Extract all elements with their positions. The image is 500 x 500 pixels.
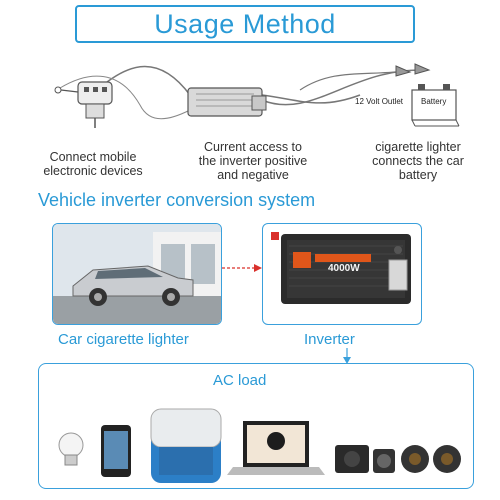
car-cigarette-lighter-label: Car cigarette lighter [58,331,189,348]
inverter-icon [271,232,411,304]
system-title: Vehicle inverter conversion system [38,190,316,210]
bulb-icon [58,432,84,466]
caption-line: and negative [217,168,289,182]
caption-line: cigarette lighter [375,140,461,154]
header-title-box: Usage Method [75,5,415,43]
caption-line: Connect mobile [49,150,137,164]
ac-load-label: AC load [213,372,267,389]
outlet-label: 12 Volt Outlet [355,97,404,106]
inverter-image-panel [262,223,422,325]
car-image-panel [52,223,222,325]
battery-label: Battery [421,97,447,106]
fridge-icon [150,408,222,483]
plug-icon [54,81,113,128]
arrow-right-icon [222,264,262,272]
inverter-label: Inverter [304,331,355,348]
usage-illustration [54,63,460,128]
caption-line: battery [398,168,438,182]
car-icon [53,224,221,324]
caption-line: connects the car [372,154,464,168]
laptop-icon [227,421,325,475]
camera-icon [335,445,395,473]
usage-step-3-caption: cigarette lighter connects the car batte… [353,140,483,182]
usage-step-2-caption: Current access to the inverter positive … [183,140,323,182]
battery-icon [411,84,460,127]
appliances-row [58,408,461,483]
arrow-down-icon [343,348,351,364]
speaker-icon [401,445,461,473]
page-title: Usage Method [154,8,336,39]
inverter-wattage: 4000W [328,263,360,274]
inverter-icon [187,87,267,117]
caption-line: electronic devices [43,164,143,178]
phone-icon [101,425,131,477]
caption-line: the inverter positive [198,154,308,168]
caption-line: Current access to [204,140,302,154]
usage-step-1-caption: Connect mobile electronic devices [28,150,158,178]
